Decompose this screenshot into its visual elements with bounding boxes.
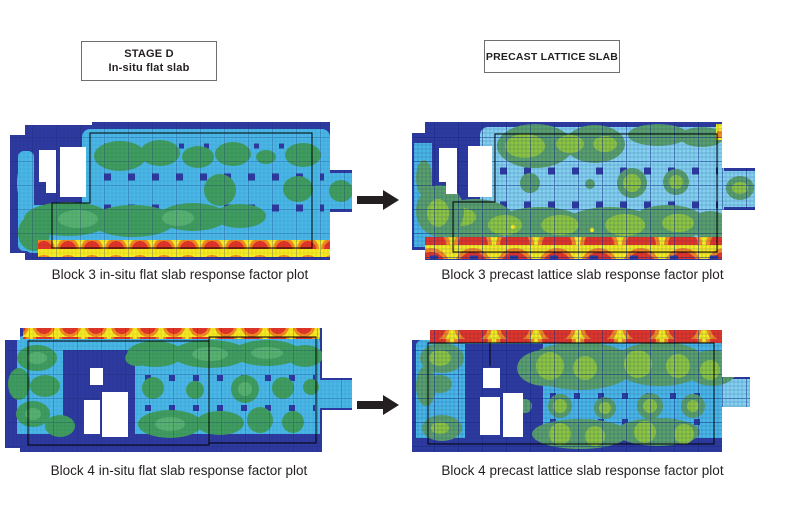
slab-opening — [102, 392, 128, 437]
precast-header-box: PRECAST LATTICE SLAB — [484, 40, 620, 73]
slab-opening — [60, 147, 86, 197]
slab-opening — [480, 397, 500, 435]
block4-precast-caption: Block 4 precast lattice slab response fa… — [441, 463, 724, 478]
block3-insitu-contour — [10, 122, 352, 260]
block3-precast-plot — [410, 113, 755, 263]
stage-d-header-box: STAGE D In-situ flat slab — [81, 41, 217, 81]
block4-insitu-plot — [5, 326, 353, 456]
slab-opening — [39, 150, 56, 193]
block3-precast-contour — [412, 122, 755, 260]
block3-insitu-caption: Block 3 in-situ flat slab response facto… — [51, 267, 309, 282]
stage-d-title: STAGE D — [124, 48, 174, 60]
block4-precast-contour — [412, 330, 750, 452]
slab-opening — [439, 148, 457, 194]
slab-opening — [90, 368, 103, 385]
slab-opening — [483, 368, 500, 388]
block4-insitu-contour — [5, 328, 352, 452]
slab-opening — [503, 393, 523, 437]
block3-precast-caption: Block 3 precast lattice slab response fa… — [441, 267, 724, 282]
block3-insitu-plot — [8, 113, 352, 263]
block4-insitu-caption: Block 4 in-situ flat slab response facto… — [50, 463, 308, 478]
slab-opening — [468, 146, 492, 197]
arrow-right-icon — [357, 394, 399, 416]
precast-title: PRECAST LATTICE SLAB — [485, 50, 619, 63]
arrow-right-icon — [357, 189, 399, 211]
stage-d-subtitle: In-situ flat slab — [108, 62, 190, 74]
slab-opening — [84, 400, 100, 434]
block4-precast-plot — [410, 326, 755, 456]
